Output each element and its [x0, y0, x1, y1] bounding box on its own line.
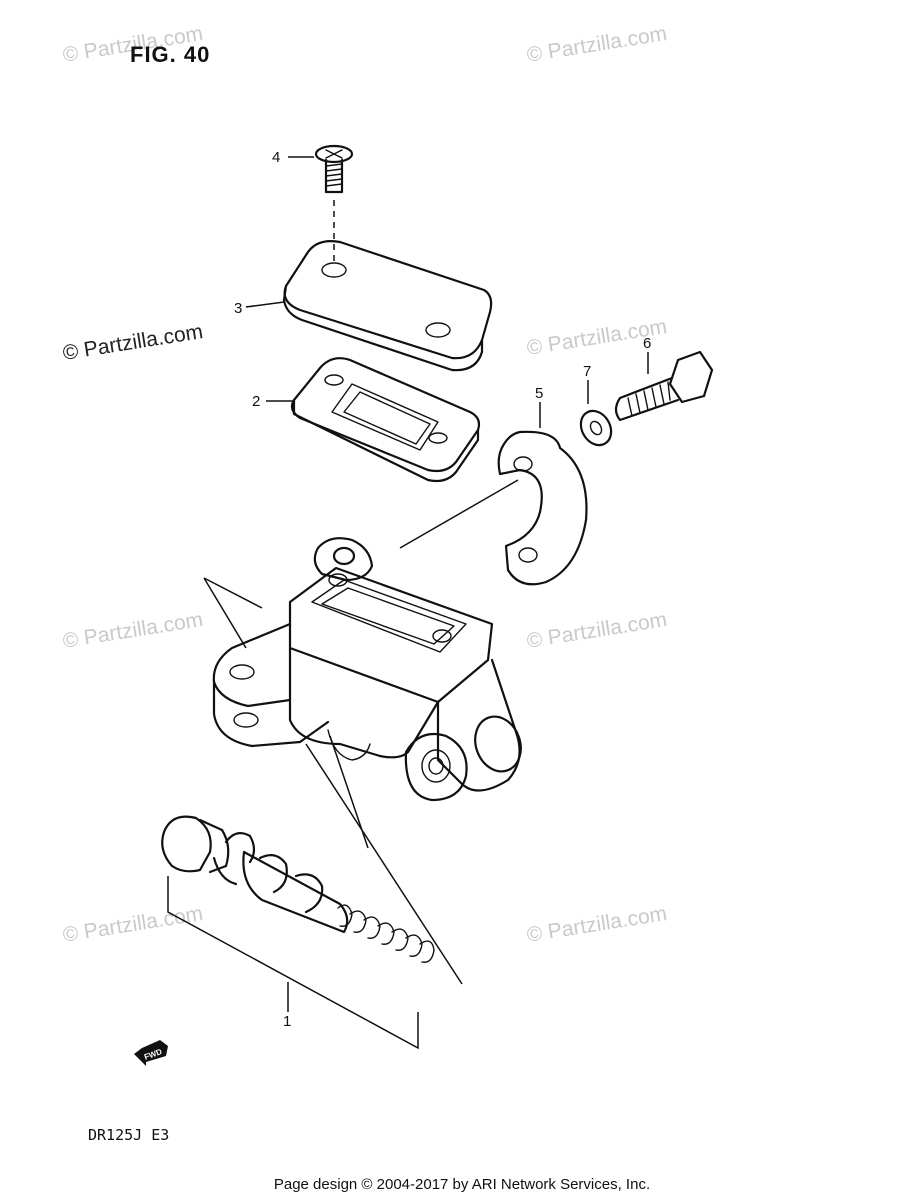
watermark: © Partzilla.com: [61, 902, 204, 947]
part-5-clamp: [497, 402, 588, 586]
watermark: © Partzilla.com: [525, 22, 668, 67]
page-footer: Page design © 2004-2017 by ARI Network S…: [273, 1176, 651, 1193]
callout-1: 1: [283, 1013, 291, 1030]
part-3-cap: [282, 240, 493, 372]
watermark: © Partzilla.com: [61, 608, 204, 653]
callout-7: 7: [583, 363, 591, 380]
callout-2: 2: [252, 393, 260, 410]
part-1-piston-assembly: [161, 815, 435, 1050]
watermarks: © Partzilla.com © Partzilla.com © Partzi…: [61, 22, 668, 947]
watermark: © Partzilla.com: [525, 902, 668, 947]
watermark: © Partzilla.com: [525, 608, 668, 653]
guide-lines: [203, 577, 463, 985]
callout-3: 3: [234, 300, 242, 317]
part-4-screw: [314, 144, 354, 262]
model-code: DR125J E3: [88, 1126, 169, 1144]
watermark-dark: © Partzilla.com: [61, 320, 204, 365]
part-2-diaphragm: [290, 357, 481, 483]
part-7-washer: [579, 380, 613, 447]
callout-5: 5: [535, 385, 543, 402]
fwd-arrow-icon: FWD: [134, 1040, 168, 1066]
part-6-bolt: [614, 350, 714, 422]
callout-4: 4: [272, 149, 280, 166]
master-cylinder-body: [212, 537, 522, 802]
figure-title: FIG. 40: [130, 42, 210, 67]
callout-6: 6: [643, 335, 651, 352]
